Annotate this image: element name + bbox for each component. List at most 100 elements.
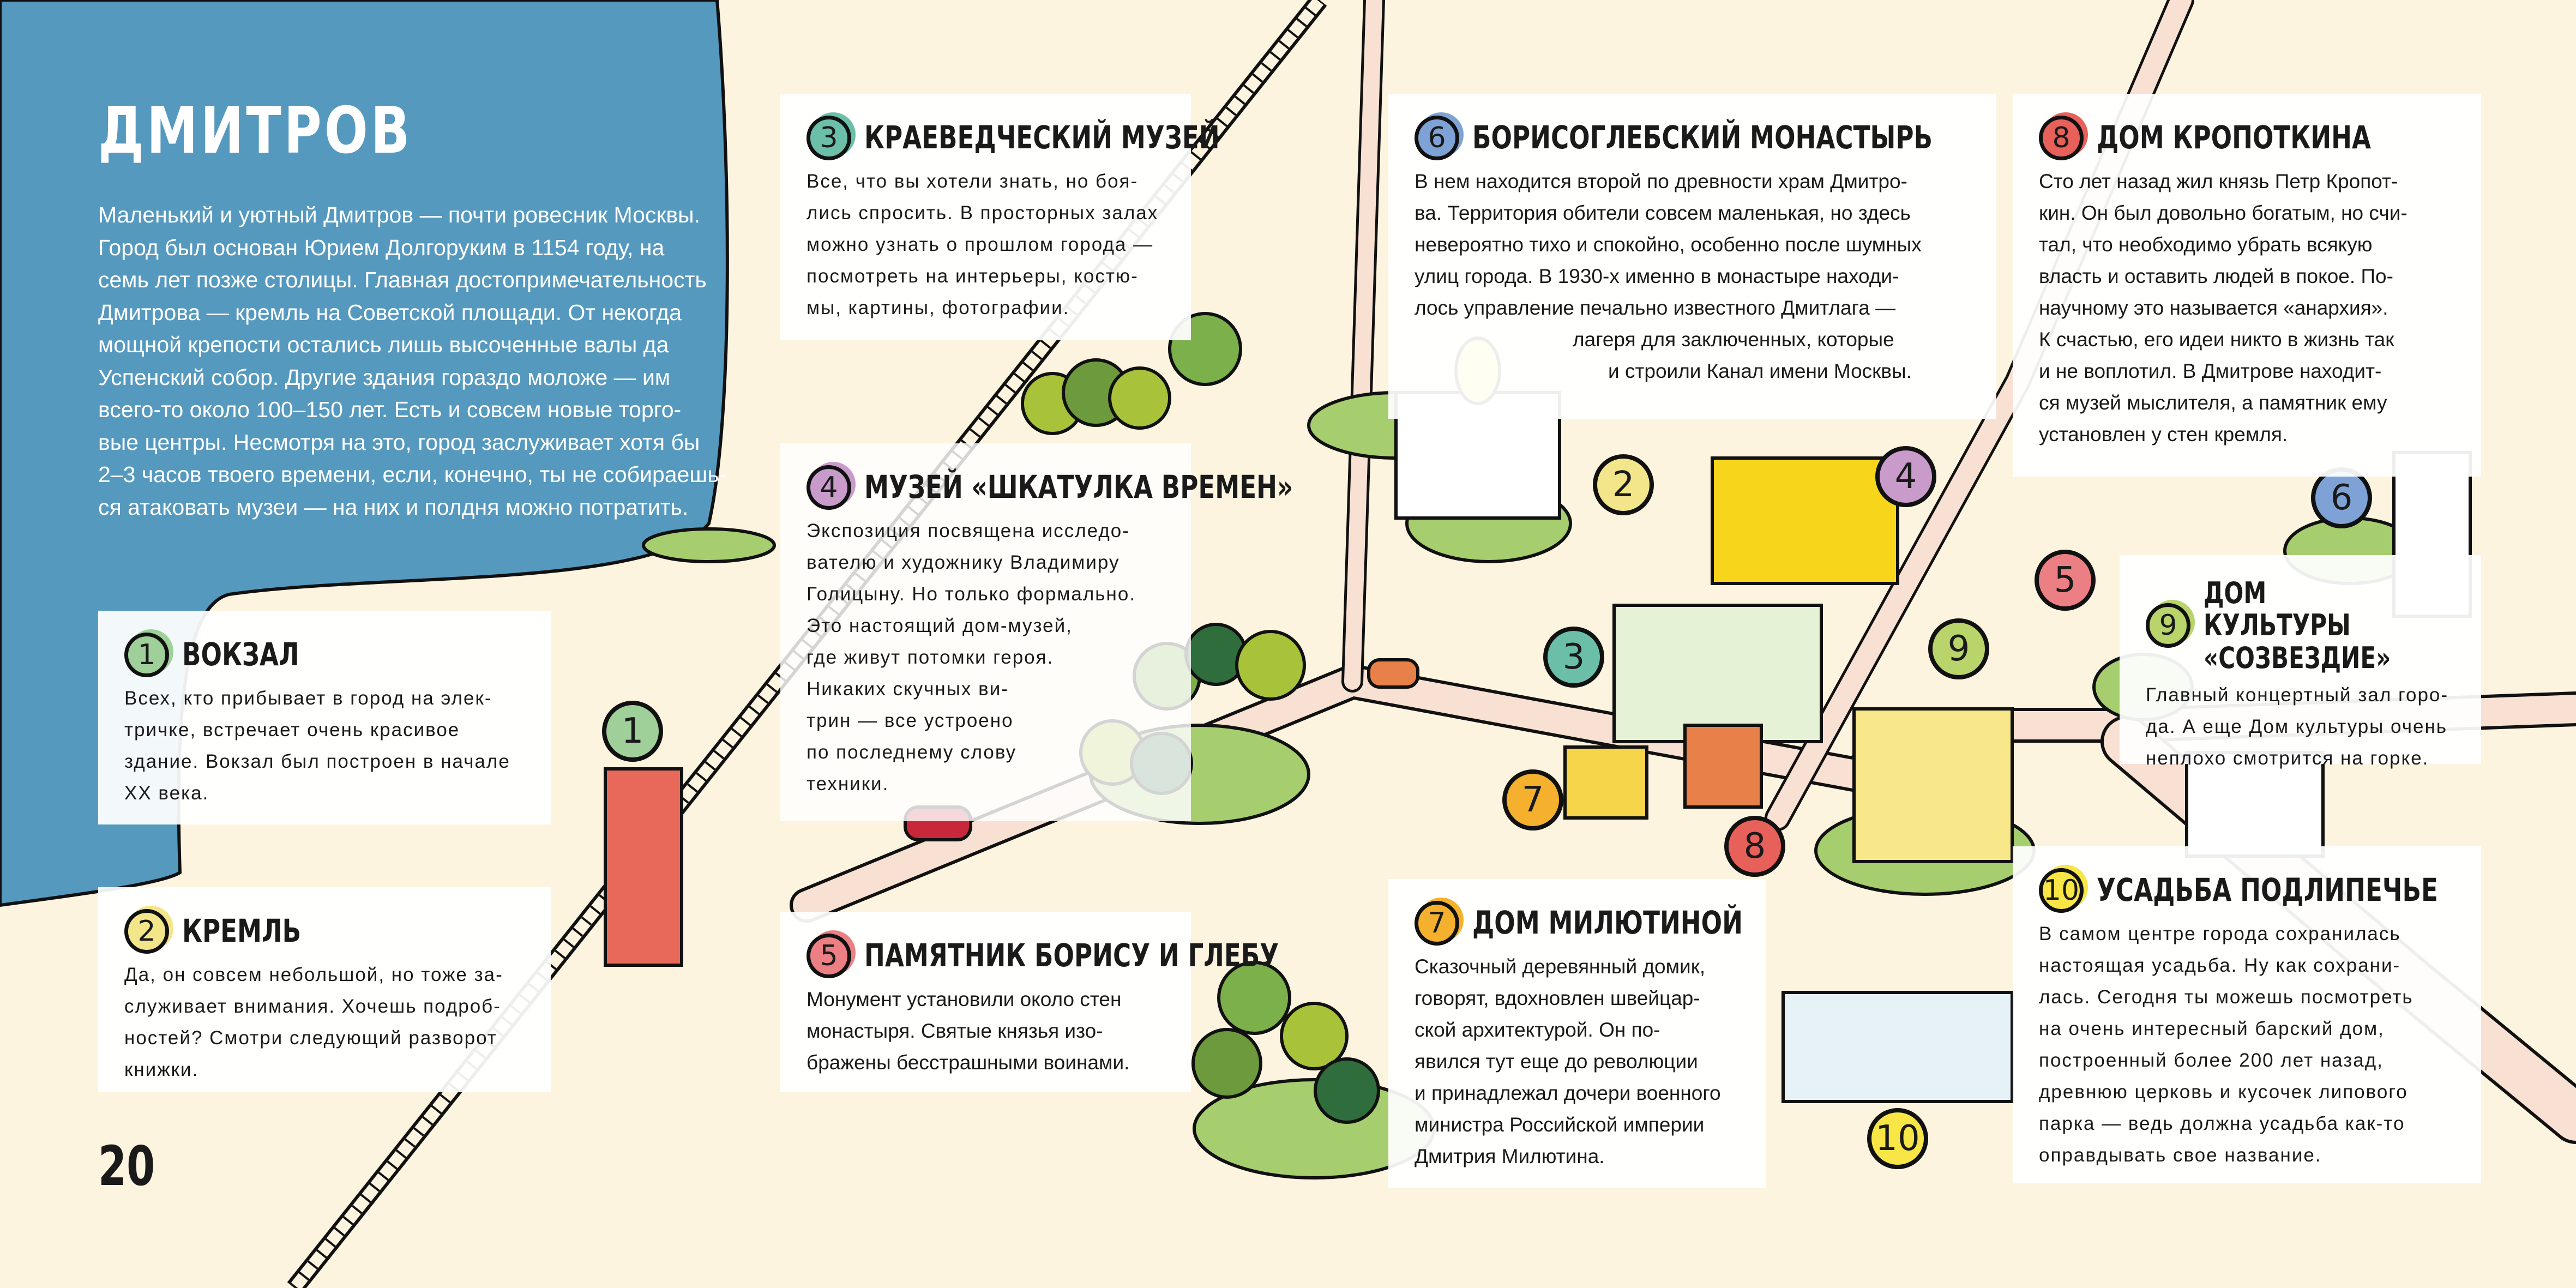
card-line: улиц города. В 1930-х именно в монастыре… xyxy=(1415,265,1899,287)
card-title: Дом Кропоткина xyxy=(2097,119,2372,157)
card-title: Памятник Борису и Глебу xyxy=(864,937,1279,974)
number-badge: 1 xyxy=(124,633,169,677)
number-badge: 4 xyxy=(806,465,851,510)
card-header: 7 Дом Милютиной xyxy=(1415,901,1743,946)
card-line: невероятно тихо и спокойно, особенно пос… xyxy=(1415,233,1922,256)
card-header: 6Борисоглебский монастырь xyxy=(1415,116,1972,160)
place-card-5: 5 Памятник Борису и ГлебуМонумент установ… xyxy=(780,912,1279,1092)
card-line: посмотреть на интерьеры, костю- xyxy=(806,266,1139,287)
card-title: Кремль xyxy=(182,912,302,950)
card-line: К счастью, его идеи никто в жизнь так xyxy=(2039,328,2394,351)
card-line: ностей? Смотри следующий разворот xyxy=(124,1027,497,1049)
card-body: Всех, кто прибывает в город на элек-трич… xyxy=(124,683,527,809)
card-line: Сто лет назад жил князь Петр Кропот- xyxy=(2039,170,2398,192)
card-line: служивает внимания. Хочешь подроб- xyxy=(124,996,501,1017)
card-line: В самом центре города сохранилась xyxy=(2039,923,2401,944)
card-line: Экспозиция посвящена исследо- xyxy=(806,520,1130,541)
card-line: неплохо смотрится на горке. xyxy=(2146,748,2429,769)
map-marker-8: 8 xyxy=(1724,816,1785,877)
card-line: власть и оставить людей в покое. По- xyxy=(2039,265,2393,287)
card-line: Да, он совсем небольшой, но тоже за- xyxy=(124,964,503,985)
card-title: Усадьба Подлипечье xyxy=(2097,871,2438,909)
card-header: 8 Дом Кропоткина xyxy=(2039,116,2457,160)
card-title: Дом Милютиной xyxy=(1472,904,1743,942)
card-line: лась. Сегодня ты можешь посмотреть xyxy=(2039,986,2414,1008)
map-marker-6: 6 xyxy=(2311,467,2372,528)
card-line: мы, картины, фотографии. xyxy=(806,297,1070,318)
intro-line: Город был основан Юрием Долгоруким в 115… xyxy=(98,234,665,260)
kropotkin-house xyxy=(1683,724,1763,809)
apartment-building xyxy=(2185,751,2325,858)
place-card-4: 4Музей «Шкатулка времен» Экспозиция посвя… xyxy=(780,443,1293,821)
card-line: Главный концертный зал горо- xyxy=(2146,684,2449,706)
car xyxy=(1367,658,1419,689)
number-badge: 5 xyxy=(806,934,851,978)
card-line: научному это называется «анархия». xyxy=(2039,297,2388,319)
culture-house-building xyxy=(1852,707,2014,863)
place-card-1: 1ВокзалВсех, кто прибывает в город на эл… xyxy=(98,611,551,824)
card-header: 9Дом культуры «Созвездие» xyxy=(2146,577,2457,674)
card-header: 5 Памятник Борису и Глебу xyxy=(806,934,1279,978)
card-line: Монумент установили около стен xyxy=(806,988,1122,1010)
place-card-3: 3Краеведческий музейВсе, что вы хотели з… xyxy=(780,94,1220,340)
card-line: вателю и художнику Владимиру xyxy=(806,552,1120,573)
card-line: книжки. xyxy=(124,1059,199,1080)
card-header: 2Кремль xyxy=(124,909,527,954)
card-header: 3Краеведческий музей xyxy=(806,116,1220,160)
estate-building xyxy=(1781,991,2014,1103)
card-line: на очень интересный барский дом, xyxy=(2039,1018,2385,1039)
map-marker-4: 4 xyxy=(1875,446,1936,507)
card-line: и принадлежал дочери военного xyxy=(1415,1082,1721,1104)
number-badge: 8 xyxy=(2039,116,2084,160)
card-line: лось управление печально известного Дмит… xyxy=(1415,297,1896,319)
card-header: 4Музей «Шкатулка времен» xyxy=(806,465,1293,510)
intro-line: мощной крепости остались лишь высоченные… xyxy=(98,332,669,357)
number-badge: 10 xyxy=(2039,868,2084,913)
map-marker-5: 5 xyxy=(2035,550,2096,611)
number-badge: 7 xyxy=(1415,901,1459,946)
intro-line: семь лет позже столицы. Главная достопри… xyxy=(98,267,707,292)
card-line: министра Российской империи xyxy=(1415,1114,1705,1136)
milyutina-house xyxy=(1563,745,1648,820)
card-body: Главный концертный зал горо-да. А еще До… xyxy=(2146,679,2457,774)
card-line: Сказочный деревянный домик, xyxy=(1415,955,1706,978)
card-title: Дом культуры «Созвездие» xyxy=(2204,576,2391,675)
card-line: построенный более 200 лет назад, xyxy=(2039,1050,2384,1071)
place-card-6: 6Борисоглебский монастырь В нем находится… xyxy=(1388,94,1996,419)
card-line: Никаких скучных ви- xyxy=(806,678,1009,700)
card-line: В нем находится второй по древности храм… xyxy=(1415,170,1907,192)
card-line: ся музей мыслителя, а памятник ему xyxy=(2039,392,2387,414)
card-line: тал, что необходимо убрать всякую xyxy=(2039,233,2373,256)
card-line: ва. Территория обители совсем маленькая,… xyxy=(1415,202,1911,224)
card-line: древнюю церковь и кусочек липового xyxy=(2039,1081,2408,1103)
card-line: парка — ведь должна усадьба как-то xyxy=(2039,1113,2405,1134)
card-line: бражены бесстрашными воинами. xyxy=(806,1051,1130,1074)
intro-text: Маленький и уютный Дмитров — почти ровес… xyxy=(98,199,731,523)
card-body: Сто лет назад жил князь Петр Кропот-кин.… xyxy=(2039,166,2457,450)
station-building xyxy=(604,767,683,967)
card-line: здание. Вокзал был построен в начале xyxy=(124,751,510,772)
card-line: Всех, кто прибывает в город на элек- xyxy=(124,688,492,709)
page-title: Дмитров xyxy=(98,93,413,168)
card-header: 1Вокзал xyxy=(124,633,527,677)
card-line: по последнему слову xyxy=(806,742,1017,763)
card-line: где живут потомки героя. xyxy=(806,647,1054,668)
local-history-museum-building xyxy=(1612,604,1823,743)
number-badge: 3 xyxy=(806,116,851,160)
map-marker-1: 1 xyxy=(602,701,663,762)
place-card-2: 2КремльДа, он совсем небольшой, но тоже … xyxy=(98,887,551,1092)
intro-line: Успенский собор. Другие здания гораздо м… xyxy=(98,364,671,390)
place-card-8: 8 Дом КропоткинаСто лет назад жил князь П… xyxy=(2013,94,2481,477)
card-line: Все, что вы хотели знать, но боя- xyxy=(806,171,1139,192)
card-line: Это настоящий дом-музей, xyxy=(806,615,1073,636)
intro-line: вые центры. Несмотря на это, город заслу… xyxy=(98,429,700,455)
map-marker-3: 3 xyxy=(1543,627,1604,688)
card-body: В нем находится второй по древности храм… xyxy=(1415,166,1972,387)
card-line: лись спросить. В просторных залах xyxy=(806,202,1159,224)
intro-line: Маленький и уютный Дмитров — почти ровес… xyxy=(98,202,701,227)
intro-line: Дмитрова — кремль на Советской площади. … xyxy=(98,299,682,325)
card-line: Дмитрия Милютина. xyxy=(1415,1145,1605,1167)
card-line: говорят, вдохновлен швейцар- xyxy=(1415,987,1700,1009)
